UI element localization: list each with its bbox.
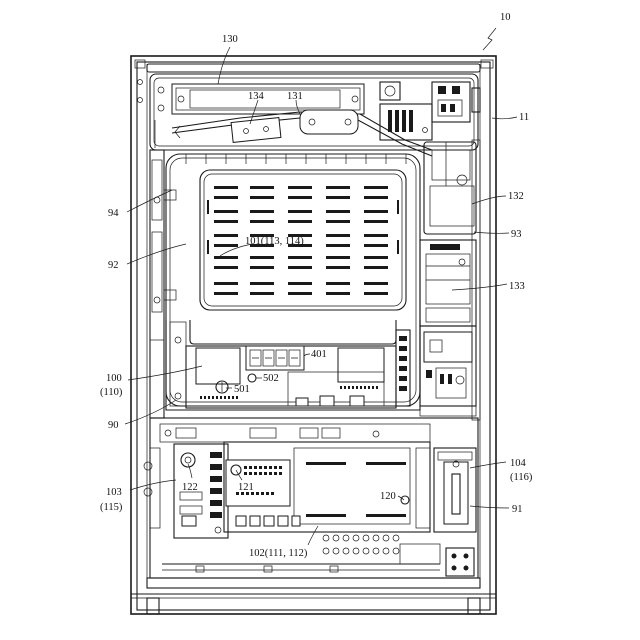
label-130: 130	[222, 34, 238, 45]
label-122: 122	[182, 482, 198, 493]
label-115: (115)	[100, 502, 123, 513]
component-102-main-board	[224, 442, 440, 564]
label-102: 102(111, 112)	[249, 548, 308, 559]
label-94: 94	[108, 208, 119, 219]
bottom-base	[162, 564, 440, 572]
label-10: 10	[500, 12, 511, 23]
label-131: 131	[287, 91, 303, 102]
label-90: 90	[108, 420, 119, 431]
label-502: 502	[263, 373, 279, 384]
label-104: 104	[510, 458, 527, 469]
label-134: 134	[248, 91, 265, 102]
label-121: 121	[238, 482, 254, 493]
label-91: 91	[512, 504, 523, 515]
bottom-right-fitting	[446, 548, 474, 576]
component-133-unit	[420, 240, 476, 326]
label-132: 132	[508, 191, 524, 202]
component-132-unit	[424, 142, 476, 234]
label-103: 103	[106, 487, 122, 498]
label-501: 501	[234, 384, 250, 395]
left-frame-rails	[150, 120, 176, 418]
component-100-control-board	[186, 330, 410, 408]
tank-top-ribs	[186, 154, 406, 164]
label-120: 120	[380, 491, 396, 502]
component-131-harness	[172, 110, 432, 156]
label-101: 101(113, 114)	[245, 236, 304, 247]
component-104-module	[434, 448, 476, 532]
component-401-display	[246, 346, 304, 370]
component-502-indicator	[248, 374, 256, 382]
label-116: (116)	[510, 472, 533, 483]
vent-holes	[323, 535, 399, 554]
label-133: 133	[509, 281, 525, 292]
label-93: 93	[511, 229, 522, 240]
label-100: 100	[106, 373, 122, 384]
label-401: 401	[311, 349, 327, 360]
label-110: (110)	[100, 387, 123, 398]
top-right-components	[380, 82, 480, 140]
label-11: 11	[519, 112, 529, 123]
label-92: 92	[108, 260, 119, 271]
